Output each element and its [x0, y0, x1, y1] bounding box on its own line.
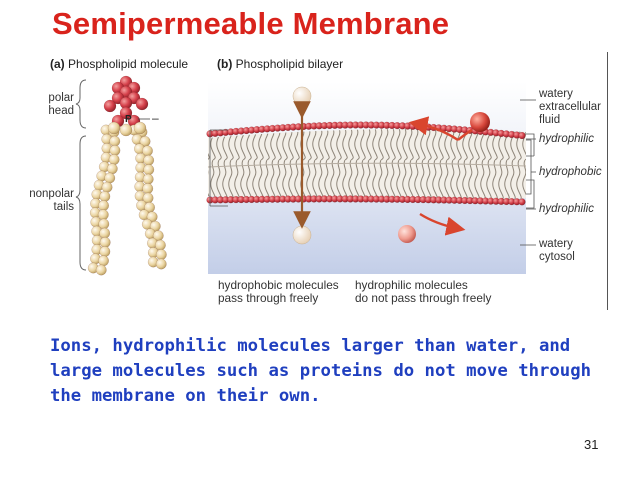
hydrophobic-molecule-top	[292, 86, 312, 106]
tail-atom	[98, 200, 109, 212]
tail-atom	[108, 154, 120, 166]
figure-border-line	[607, 52, 608, 310]
page-number: 31	[584, 437, 599, 452]
body-text: Ions, hydrophilic molecules larger than …	[50, 336, 592, 406]
tail-atom	[95, 264, 107, 276]
hydrophobic-molecule-bottom	[292, 225, 312, 245]
lipid-head	[518, 131, 526, 140]
head-atom	[103, 99, 117, 113]
slide-title: Semipermeable Membrane	[52, 6, 450, 41]
tail-atom	[107, 121, 121, 135]
hydrophilic-bottom-label: hydrophilic	[539, 203, 594, 215]
cytosol-label: watery cytosol	[539, 238, 575, 263]
tail-atom	[119, 123, 133, 137]
tail-atom	[146, 211, 158, 223]
polar-head-label: polar head	[48, 92, 74, 117]
charge-label: –	[152, 111, 159, 125]
tail-atom	[101, 181, 113, 193]
extracellular-label: watery extracellular fluid	[539, 88, 601, 126]
tail-atom	[109, 144, 121, 156]
nonpolar-tails-label: nonpolar tails	[29, 188, 74, 213]
tail-atom	[106, 163, 118, 175]
tail-atom	[98, 255, 109, 267]
head-atom	[135, 97, 149, 111]
tail-atom	[155, 258, 167, 270]
tail-atom	[109, 135, 121, 147]
tail-atom	[104, 172, 116, 184]
tail-atom	[143, 164, 155, 176]
panel-b-letter: (b)	[217, 57, 233, 71]
phosphate-label: P	[125, 114, 132, 125]
hydrophilic-nopass-caption: hydrophilic molecules do not pass throug…	[355, 278, 492, 305]
tail-atom	[99, 236, 111, 248]
hydrophilic-top-label: hydrophilic	[539, 133, 594, 145]
lipid-head	[518, 198, 526, 206]
tail-atom	[142, 183, 154, 194]
hydrophobic-pass-caption: hydrophobic molecules pass through freel…	[218, 278, 339, 305]
panel-b-text: Phospholipid bilayer	[235, 57, 344, 71]
hydrophilic-molecule-top	[470, 112, 490, 132]
tail-atom	[133, 121, 147, 135]
head-atom	[119, 106, 133, 120]
tail-atom	[142, 173, 154, 185]
tail-atom	[143, 154, 155, 166]
panel-b-caption: (b) Phospholipid bilayer	[217, 58, 343, 71]
polar-head-brace	[75, 79, 87, 129]
hydrophilic-molecule-bottom	[398, 225, 416, 243]
tail-atom	[155, 249, 167, 260]
phospholipid-molecule	[87, 75, 167, 276]
panel-a-text: Phospholipid molecule	[68, 57, 189, 71]
tail-atom	[99, 246, 111, 258]
tails-brace	[75, 135, 87, 271]
hydrophobic-label: hydrophobic	[539, 166, 602, 178]
panel-a-caption: (a) Phospholipid molecule	[50, 58, 188, 71]
tail-atom	[99, 190, 111, 202]
panel-a-letter: (a)	[50, 57, 65, 71]
bilayer-tails	[208, 129, 526, 202]
